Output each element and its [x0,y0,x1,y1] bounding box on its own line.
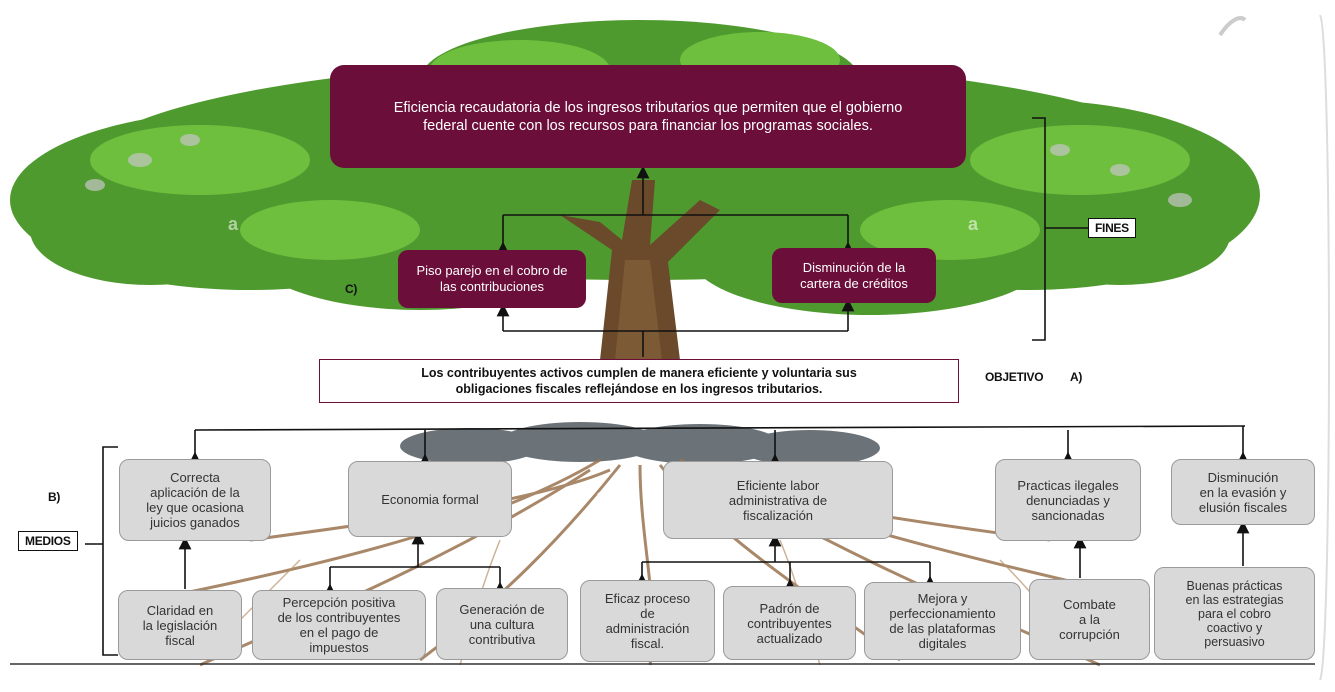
page-edge-curve [1319,15,1330,680]
medio-lower-box: Generación de una cultura contributiva [436,588,568,660]
fines-label: FINES [1088,218,1136,238]
medio-lower-box: Mejora y perfeccionamiento de las plataf… [864,582,1021,660]
b-label: B) [48,490,61,504]
medio-lower-box: Padrón de contribuyentes actualizado [723,586,856,660]
tree-letter-a: a [228,214,239,234]
fin-main-box: Eficiencia recaudatoria de los ingresos … [330,65,966,168]
medio-upper-box: Practicas ilegales denunciadas y sancion… [995,459,1141,541]
medio-upper-box: Disminución en la evasión y elusión fisc… [1171,459,1315,525]
medio-upper-box: Economia formal [348,461,512,537]
objetivo-box: Los contribuyentes activos cumplen de ma… [319,359,959,403]
fin-left-box: Piso parejo en el cobro de las contribuc… [398,250,586,308]
medio-lower-box: Combate a la corrupción [1029,579,1150,660]
c-label: C) [345,282,358,296]
medio-lower-box: Claridad en la legislación fiscal [118,590,242,660]
medio-lower-box: Percepción positiva de los contribuyente… [252,590,426,660]
medio-upper-box: Correcta aplicación de la ley que ocasio… [119,459,271,541]
fin-right-box: Disminución de la cartera de créditos [772,248,936,303]
a-label: A) [1070,370,1083,384]
medio-upper-box: Eficiente labor administrativa de fiscal… [663,461,893,539]
objetivo-label: OBJETIVO [985,370,1044,384]
tree-letter-a: a [968,214,979,234]
medio-lower-box: Buenas prácticas en las estrategias para… [1154,567,1315,660]
tree-letter-a: a [596,486,607,506]
medios-label: MEDIOS [18,531,78,551]
medio-lower-box: Eficaz proceso de administración fiscal. [580,580,715,662]
